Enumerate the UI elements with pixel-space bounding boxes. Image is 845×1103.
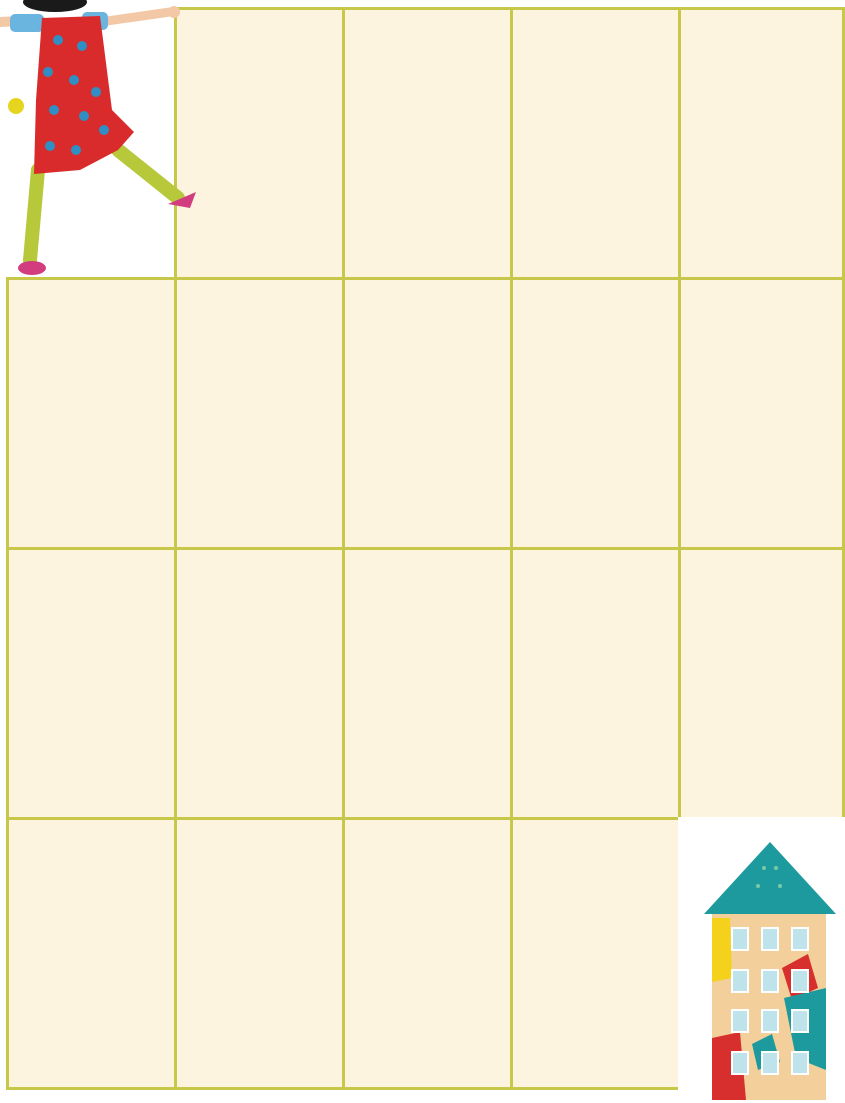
grid-cell[interactable] (6, 277, 177, 550)
grid-cell[interactable] (6, 817, 177, 1090)
grid-cell[interactable] (678, 277, 845, 550)
grid-cell[interactable] (678, 547, 845, 820)
grid-cell[interactable] (174, 547, 345, 820)
grid-cell[interactable] (342, 817, 513, 1090)
grid-cell[interactable] (174, 817, 345, 1090)
grid-cell[interactable] (510, 277, 681, 550)
house-icon (700, 838, 840, 1100)
grid-cell[interactable] (342, 277, 513, 550)
grid-cell[interactable] (342, 7, 513, 280)
grid-cell[interactable] (510, 547, 681, 820)
grid-cell[interactable] (678, 7, 845, 280)
grid-cell[interactable] (6, 547, 177, 820)
grid-cell[interactable] (510, 7, 681, 280)
grid-cell[interactable] (342, 547, 513, 820)
grid-cell[interactable] (174, 277, 345, 550)
girl-icon (0, 0, 200, 278)
grid-cell[interactable] (510, 817, 681, 1090)
